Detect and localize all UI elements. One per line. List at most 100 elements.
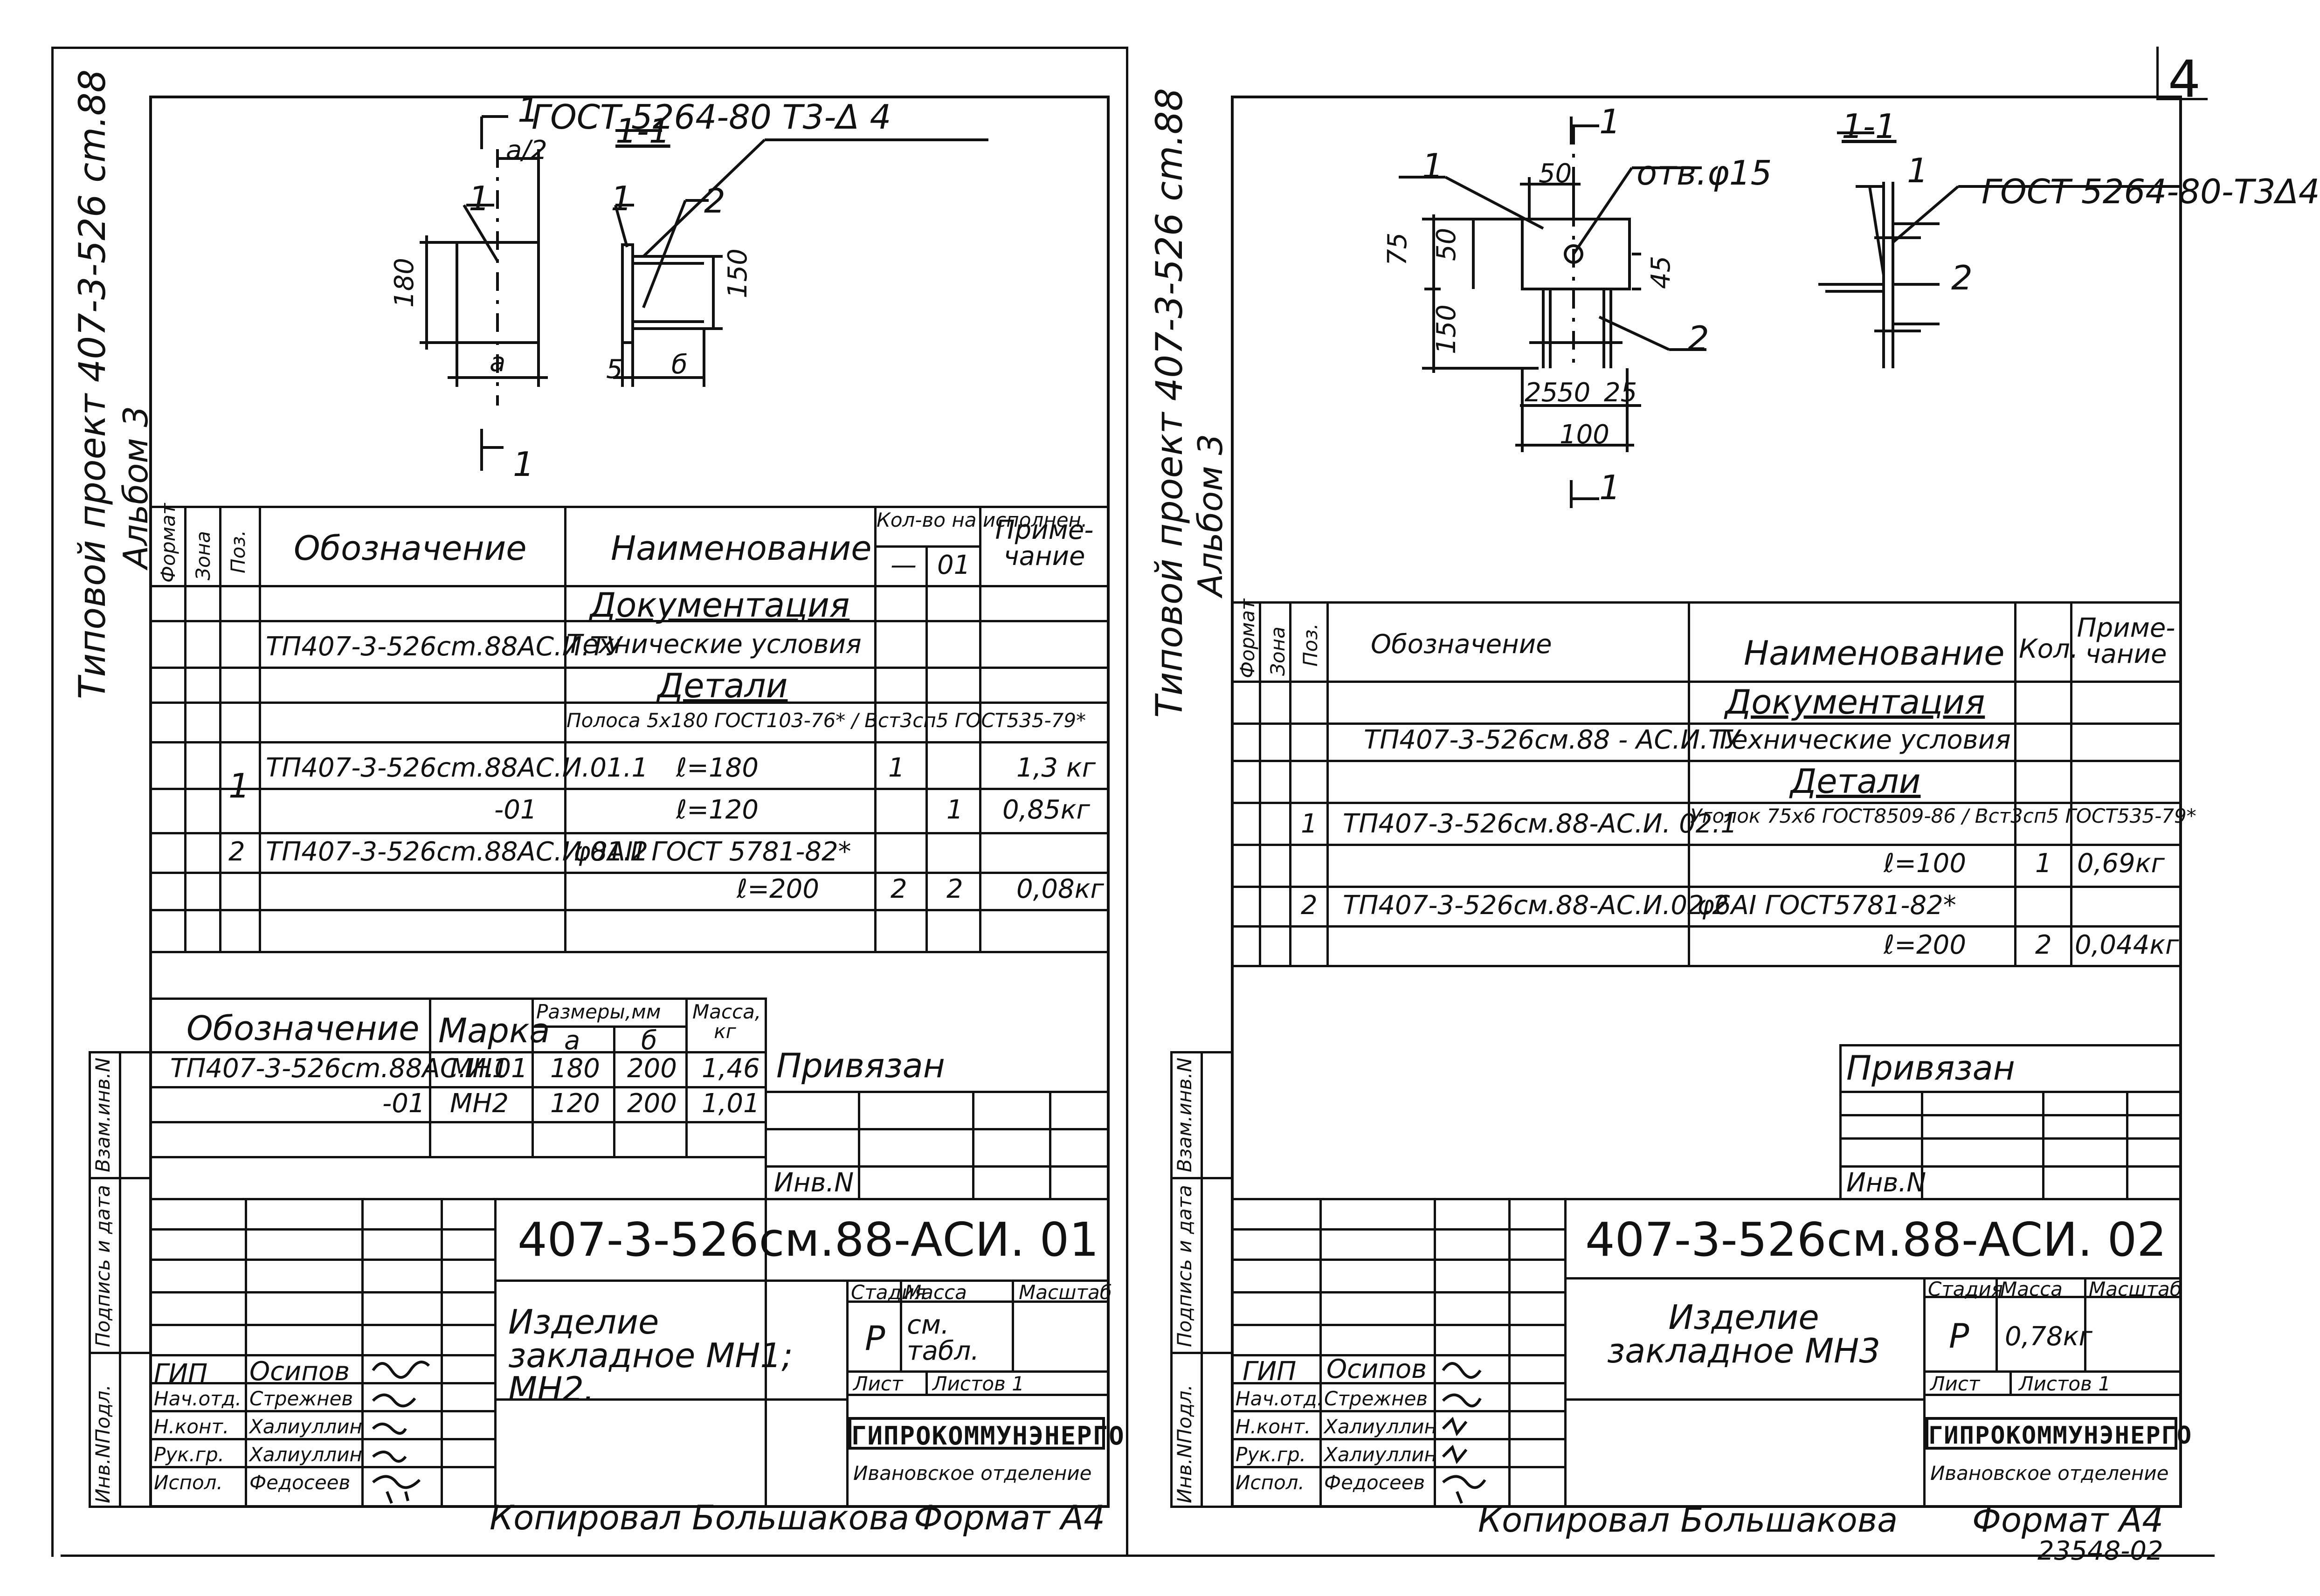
left-spec-r3	[149, 702, 1110, 704]
left-marks-r1	[149, 1086, 765, 1088]
right-spec-c6	[2070, 601, 2072, 965]
right-format: Формат А4	[1972, 1500, 2164, 1540]
right-staff-name-3: Халиуллин	[1324, 1443, 1437, 1466]
left-spec-qty-split	[874, 545, 979, 548]
left-spec-r7	[149, 872, 1110, 874]
left-row-01-name: ℓ=120	[676, 795, 759, 825]
left-staff-c3	[441, 1198, 443, 1506]
left-marks-r2	[149, 1121, 765, 1123]
left-staff-name-3: Халиуллин	[249, 1443, 362, 1466]
left-side-album: Альбом 3	[116, 406, 155, 569]
right-staff-role-3: Рук.гр.	[1236, 1443, 1306, 1466]
left-row-l200-q2: 2	[946, 874, 963, 904]
right-staff-role-0: ГИП	[1243, 1356, 1297, 1387]
right-dim-25a: 25	[1525, 378, 1558, 408]
right-callout-2a: 2	[1688, 319, 1709, 358]
right-tb-code-bottom	[1564, 1277, 2182, 1280]
right-staff-h3	[1231, 1291, 1564, 1293]
left-marks-r2-b: 200	[627, 1088, 677, 1119]
left-h-qty-01: 01	[937, 550, 971, 580]
left-h-qty: Кол-во на исполнен.	[877, 509, 1088, 531]
left-marks-r2-mass: 1,01	[702, 1088, 760, 1119]
left-spec-c7	[979, 506, 981, 951]
left-dim-180: 180	[389, 258, 420, 308]
right-h-designation: Обозначение	[1371, 629, 1552, 660]
left-staff-c2	[361, 1198, 364, 1506]
left-marks-r2-mark: МН2	[450, 1088, 509, 1119]
right-doc-code: 407-3-526см.88-АСИ. 02	[1585, 1212, 2167, 1267]
left-tb-top	[149, 1198, 1110, 1200]
left-signatures	[372, 1361, 430, 1504]
left-priv-h1	[765, 1091, 1110, 1093]
right-spec-r1	[1231, 722, 2182, 725]
right-org-sub: Ивановское отделение	[1930, 1462, 2169, 1485]
right-spec-r6	[1231, 925, 2182, 928]
left-spec-head-bottom	[149, 585, 1110, 587]
right-staff-c1	[1319, 1198, 1322, 1506]
left-mass: см. табл.	[907, 1310, 980, 1366]
bottom-trim	[61, 1555, 2215, 1557]
left-staff-role-4: Испол.	[154, 1471, 223, 1494]
right-weld-note: ГОСТ 5264-80-Т3Δ4	[1982, 172, 2320, 211]
right-stamp-top	[1170, 1051, 1231, 1053]
right-mass-h: Масса	[2000, 1278, 2063, 1300]
right-stamp-col2	[1201, 1051, 1203, 1508]
left-spec-c6	[925, 545, 928, 951]
left-h-pos: Поз.	[227, 530, 249, 573]
left-section-title: 1-1	[615, 111, 670, 151]
right-h-zone: Зона	[1266, 626, 1289, 676]
right-staff-name-4: Федосеев	[1324, 1471, 1425, 1494]
left-marks-r1-mark: МН1	[450, 1053, 509, 1084]
right-staff-h6	[1231, 1382, 1564, 1384]
right-spec-r2	[1231, 760, 2182, 762]
left-staff-h9	[149, 1466, 494, 1468]
right-dim-50-top: 50	[1539, 158, 1572, 189]
right-stamp-h1	[1170, 1177, 1231, 1179]
right-row-tu-designation: ТП407-3-526см.88 - АС.И.ТУ	[1364, 725, 1740, 755]
right-spec-c4	[1688, 601, 1690, 965]
right-spec-top	[1231, 601, 2182, 604]
right-row-doc-name: Документация	[1725, 682, 1985, 722]
right-priv-left	[1839, 1044, 1842, 1198]
left-staff-h5	[149, 1354, 494, 1356]
left-marks-c3	[613, 1025, 615, 1156]
right-priv-h4	[1839, 1165, 2182, 1168]
left-spec-c2	[219, 506, 221, 951]
left-staff-role-3: Рук.гр.	[154, 1443, 224, 1466]
left-row-p1-name: ℓ=180	[676, 753, 759, 783]
right-staff-role-2: Н.конт.	[1236, 1415, 1311, 1438]
right-staff-h2	[1231, 1259, 1564, 1261]
right-row-p1-designation: ТП407-3-526см.88-АС.И. 02.1	[1343, 809, 1737, 839]
right-signatures	[1442, 1362, 1486, 1504]
right-section-mark-bottom: 1	[1599, 468, 1621, 507]
left-marks-r1-designation: ТП407-3-526cm.88АС.И.01	[170, 1053, 528, 1084]
left-spec-c1	[184, 506, 186, 951]
left-tb-sheet-split	[925, 1370, 928, 1394]
right-staff-h9	[1231, 1466, 1564, 1468]
left-row-01-q2: 1	[946, 795, 963, 825]
right-spec-head	[1231, 681, 2182, 683]
left-drawing	[420, 115, 988, 471]
page-number-box-left	[2156, 47, 2159, 98]
left-tb-sheet-row	[846, 1370, 1110, 1373]
right-row-l100-q: 1	[2035, 848, 2052, 879]
left-marks-r1-a: 180	[550, 1053, 600, 1084]
left-section-mark-bottom: 1	[513, 445, 534, 484]
right-copied: Копировал Большакова	[1478, 1500, 1898, 1540]
left-row-l200-q1: 2	[891, 874, 907, 904]
left-staff-c1	[245, 1198, 247, 1506]
left-callout-2: 2	[704, 181, 725, 220]
right-priv-h3	[1839, 1137, 2182, 1140]
left-h-format: Формат	[157, 503, 180, 583]
right-hole: отв.φ15	[1636, 153, 1772, 193]
right-row-p2-designation: ТП407-3-526см.88-АС.И.02.2	[1343, 890, 1729, 921]
left-dim-a: a	[490, 347, 506, 378]
right-h-name: Наименование	[1744, 633, 2005, 673]
left-org-logo: ГИПРОКОММУНЭНЕРГО	[849, 1417, 1124, 1450]
right-section-mark-top: 1	[1599, 102, 1621, 141]
left-staff-role-0: ГИП	[154, 1359, 208, 1389]
left-row-p1-designation: ТП407-3-526cm.88АС.И.01.1	[266, 753, 649, 783]
right-row-l100-name: ℓ=100	[1884, 848, 1966, 879]
right-side-album: Альбом 3	[1191, 433, 1230, 597]
page-number-box-bottom	[2156, 98, 2208, 100]
